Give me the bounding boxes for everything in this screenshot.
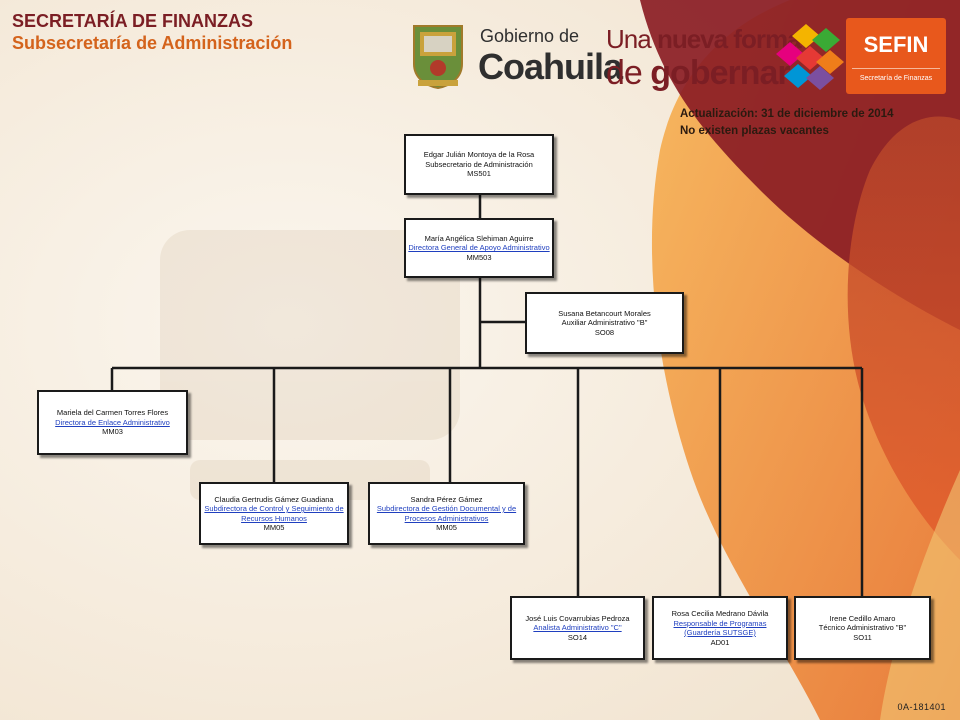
slogan-word-una: Una: [606, 24, 652, 54]
org-node-directora-general[interactable]: María Angélica Slehiman Aguirre Director…: [404, 218, 554, 278]
vacancy-note: No existen plazas vacantes: [680, 125, 829, 137]
gobierno-label: Gobierno de: [480, 26, 580, 46]
node-position: Auxiliar Administrativo "B": [561, 318, 648, 328]
subtitle-line: Subsecretaría de Administración: [12, 33, 293, 53]
node-code: MM503: [466, 252, 492, 262]
node-name: Mariela del Carmen Torres Flores: [56, 408, 169, 418]
coahuila-label: Coahuila: [478, 46, 623, 87]
org-node-subsecretario[interactable]: Edgar Julián Montoya de la Rosa Subsecre…: [404, 134, 554, 195]
sefin-subtitle: Secretaría de Finanzas: [859, 75, 933, 82]
org-node-tecnico[interactable]: Irene Cedillo Amaro Técnico Administrati…: [794, 596, 931, 660]
node-name: José Luis Covarrubias Pedroza: [525, 613, 630, 623]
node-name: Sandra Pérez Gámez: [410, 494, 483, 504]
node-position-link[interactable]: Analista Administrativo "C": [533, 623, 622, 633]
org-node-control[interactable]: Claudia Gertrudis Gámez Guadiana Subdire…: [199, 482, 349, 545]
title-line: SECRETARÍA DE FINANZAS: [12, 11, 254, 31]
slogan-word-gobernar: gobernar: [650, 54, 790, 92]
sefin-logo: SEFIN Secretaría de Finanzas: [846, 18, 946, 94]
node-name: Edgar Julián Montoya de la Rosa: [423, 150, 535, 160]
org-node-auxiliar[interactable]: Susana Betancourt Morales Auxiliar Admin…: [525, 292, 684, 354]
node-code: SO11: [853, 632, 872, 642]
slogan-word-de: de: [606, 54, 643, 92]
node-name: Susana Betancourt Morales: [558, 308, 651, 318]
node-position: Subsecretario de Administración: [425, 159, 533, 169]
update-date: Actualización: 31 de diciembre de 2014: [680, 108, 894, 120]
node-position-link[interactable]: Directora de Enlace Administrativo: [55, 417, 170, 427]
node-code: MM05: [263, 523, 285, 532]
slogan-line-2: de gobernar: [606, 54, 791, 93]
page-title: SECRETARÍA DE FINANZAS Subsecretaría de …: [12, 10, 292, 54]
org-node-gestion[interactable]: Sandra Pérez Gámez Subdirectora de Gesti…: [368, 482, 525, 545]
coat-of-arms-icon: [413, 25, 463, 90]
node-code: SO14: [567, 632, 588, 642]
node-code: SO08: [594, 327, 615, 337]
org-node-analista[interactable]: José Luis Covarrubias Pedroza Analista A…: [510, 596, 645, 660]
node-code: MM05: [436, 523, 457, 532]
node-name: Rosa Cecilia Medrano Dávila: [671, 609, 769, 618]
node-code: MM03: [102, 427, 123, 437]
slogan-line-1: Una nueva forma: [606, 24, 802, 55]
node-code: AD01: [710, 637, 730, 647]
node-name: Irene Cedillo Amaro: [829, 613, 896, 623]
update-notes: Actualización: 31 de diciembre de 2014 N…: [680, 106, 893, 140]
slogan-word-nueva-forma: nueva forma: [656, 24, 802, 54]
node-name: María Angélica Slehiman Aguirre: [424, 233, 534, 243]
sefin-divider: [852, 68, 940, 69]
node-position-link[interactable]: Directora General de Apoyo Administrativ…: [408, 243, 550, 253]
node-name: Claudia Gertrudis Gámez Guadiana: [214, 494, 334, 504]
node-code: MS501: [467, 169, 491, 179]
node-position-link[interactable]: Subdirectora de Gestión Documental y de …: [376, 504, 517, 523]
org-node-programas[interactable]: Rosa Cecilia Medrano Dávila Responsable …: [652, 596, 788, 660]
sefin-title: SEFIN: [863, 32, 929, 57]
node-position-link[interactable]: Responsable de Programas (Guardería SUTS…: [673, 618, 767, 638]
government-logo: Gobierno de Coahuila Una nueva forma de …: [410, 20, 850, 100]
document-code: 0A-181401: [897, 702, 946, 712]
color-blocks-icon: [776, 24, 844, 90]
node-position: Técnico Administrativo "B": [818, 623, 907, 633]
node-position-link[interactable]: Subdirectora de Control y Seguimiento de…: [204, 504, 344, 523]
org-node-enlace[interactable]: Mariela del Carmen Torres Flores Directo…: [37, 390, 188, 455]
